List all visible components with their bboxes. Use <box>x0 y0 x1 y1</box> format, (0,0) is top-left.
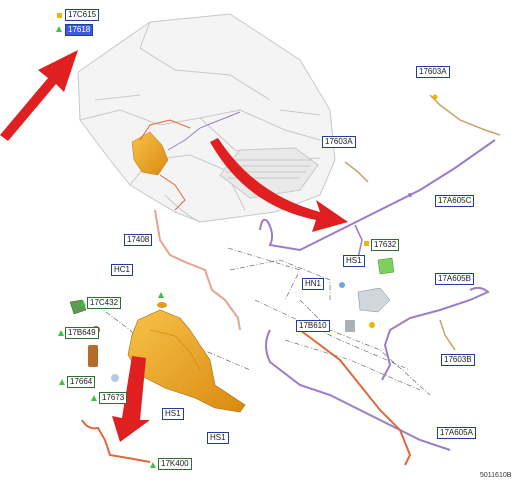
washer-reservoir <box>127 302 246 413</box>
vehicle-outline <box>77 13 336 223</box>
hose-17A605A <box>265 329 451 451</box>
triangle-marker-icon <box>58 330 64 336</box>
triangle-marker-icon <box>80 300 86 306</box>
triangle-marker-icon <box>91 395 97 401</box>
hose-17408 <box>154 209 241 331</box>
clip <box>432 94 438 100</box>
part-label-17664[interactable]: 17664 <box>67 376 96 388</box>
hose-17A605B <box>381 286 490 381</box>
part-label-HS1-c[interactable]: HS1 <box>207 432 229 444</box>
legend-code-1[interactable]: 17C615 <box>65 9 100 21</box>
hose-17A605C-branch <box>354 224 363 259</box>
part-label-HS1-a[interactable]: HS1 <box>343 255 365 267</box>
part-label-17K400[interactable]: 17K400 <box>158 458 192 470</box>
part-label-17A605A[interactable]: 17A605A <box>437 427 476 439</box>
clip <box>408 193 412 197</box>
part-label-17C432[interactable]: 17C432 <box>87 297 122 309</box>
part-label-HC1[interactable]: HC1 <box>111 264 134 276</box>
hose-17603B <box>439 319 456 351</box>
hose-17B610 <box>299 329 412 466</box>
legend-square-icon <box>57 13 62 18</box>
part-label-17B649[interactable]: 17B649 <box>65 327 99 339</box>
part-label-17A605C[interactable]: 17A605C <box>435 195 475 207</box>
part-label-HS1-b[interactable]: HS1 <box>162 408 184 420</box>
part-label-HN1[interactable]: HN1 <box>302 278 325 290</box>
pump-17632 <box>339 257 395 332</box>
legend-code-2[interactable]: 17618 <box>65 24 94 36</box>
part-label-17603A-top[interactable]: 17603A <box>416 66 450 78</box>
harness-17K400 <box>81 419 151 463</box>
part-label-17A605B[interactable]: 17A605B <box>435 273 474 285</box>
clip-17673 <box>111 374 119 382</box>
triangle-marker-icon <box>59 379 65 385</box>
hose-17A605C <box>259 139 496 252</box>
red-arrows <box>0 50 348 442</box>
guide-lines <box>89 247 431 396</box>
part-label-17B610[interactable]: 17B610 <box>296 320 330 332</box>
car-reservoir <box>131 131 169 176</box>
part-label-17603B[interactable]: 17603B <box>441 354 475 366</box>
car-hose-lower <box>159 174 186 211</box>
part-label-17408[interactable]: 17408 <box>124 234 153 246</box>
part-label-17603A-mid[interactable]: 17603A <box>322 136 356 148</box>
car-hose-orange <box>139 119 191 141</box>
legend-triangle-icon <box>56 26 62 32</box>
square-marker-icon <box>364 241 369 246</box>
triangle-marker-icon <box>150 462 156 468</box>
hose-17603A-top <box>429 94 501 136</box>
car-hose-purple <box>167 111 241 151</box>
part-label-17673[interactable]: 17673 <box>99 392 128 404</box>
part-label-17632[interactable]: 17632 <box>371 239 400 251</box>
pump-17664 <box>88 345 98 367</box>
triangle-marker-icon <box>158 292 164 298</box>
diagram-code: 5011610B <box>480 472 512 479</box>
hose-17603A-mid <box>344 161 369 183</box>
